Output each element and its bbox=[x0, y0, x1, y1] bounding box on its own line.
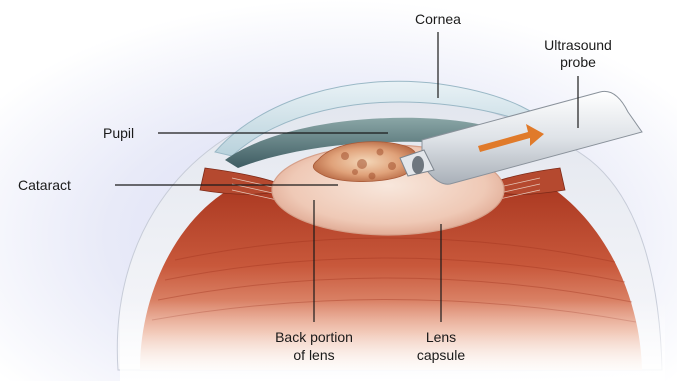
label-cataract: Cataract bbox=[18, 177, 71, 193]
bottom-fade bbox=[120, 300, 665, 381]
probe-opening bbox=[412, 156, 424, 174]
label-back-portion-line1: Back portion bbox=[275, 329, 353, 345]
label-cornea: Cornea bbox=[415, 11, 461, 27]
label-pupil: Pupil bbox=[103, 125, 134, 141]
label-back-portion-line2: of lens bbox=[293, 347, 334, 363]
label-ultrasound-probe-line1: Ultrasound bbox=[544, 37, 612, 53]
label-lens-capsule-line2: capsule bbox=[417, 347, 465, 363]
label-lens-capsule-line1: Lens bbox=[426, 329, 456, 345]
label-ultrasound-probe-line2: probe bbox=[560, 54, 596, 70]
